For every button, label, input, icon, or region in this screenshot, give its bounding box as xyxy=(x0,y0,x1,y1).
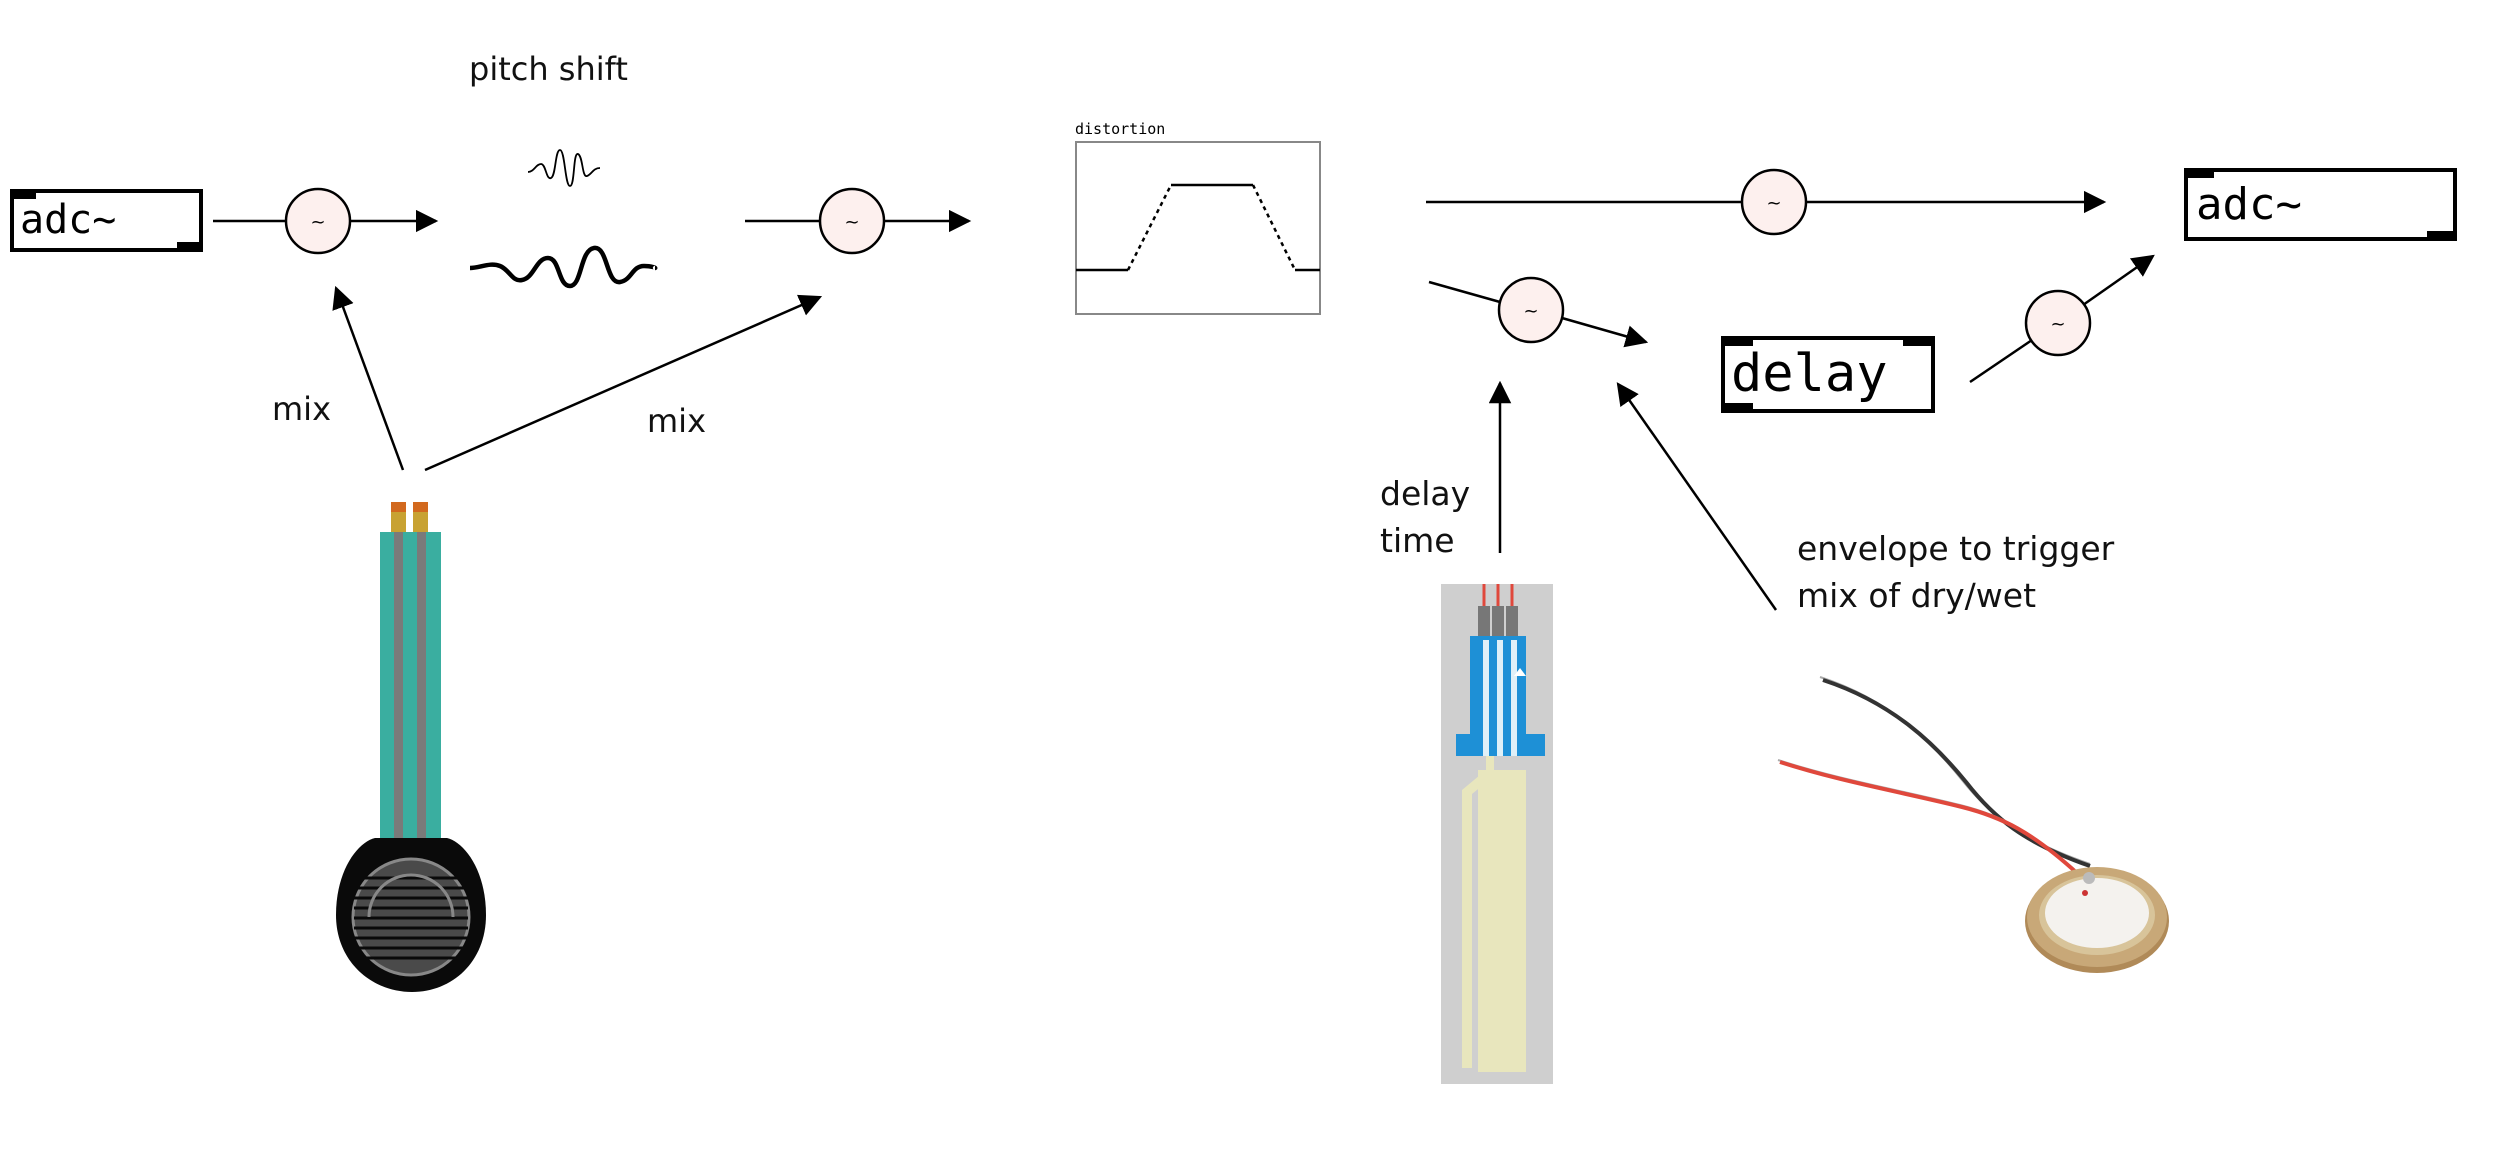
delay-time-label-line2: time xyxy=(1380,521,1455,560)
envelope-label-line2: mix of dry/wet xyxy=(1797,576,2037,615)
envelope-label: envelope to trigger mix of dry/wet xyxy=(1797,525,2114,619)
distortion-title: distortion xyxy=(1075,120,1165,138)
delay-object-label: delay xyxy=(1731,344,1888,404)
adc-input-label: adc~ xyxy=(20,197,117,243)
adc-output-object[interactable]: adc~ xyxy=(2184,168,2457,241)
connections xyxy=(213,190,2155,611)
mixer-5-symbol: ~ xyxy=(2050,314,2065,335)
mixer-2-circle xyxy=(818,187,886,255)
mixer-1-circle xyxy=(284,187,352,255)
connection-fsr-to-mixer1 xyxy=(332,285,405,471)
adc-input-object[interactable]: adc~ xyxy=(10,189,203,252)
connection-mixer4-to-delay xyxy=(1561,316,1649,348)
mixers: ~ ~ ~ ~ ~ xyxy=(284,168,2092,357)
connection-delay-to-mixer5 xyxy=(1969,338,2033,384)
connection-mixer5-to-adc xyxy=(2082,254,2155,307)
flex-sensor-icon xyxy=(1441,584,1553,1084)
mixer-3-circle xyxy=(1740,168,1808,236)
connection-dist-to-mixer4 xyxy=(1428,280,1501,304)
mixer-4-node[interactable]: ~ xyxy=(1497,276,1565,344)
pitch-shift-wave-icon xyxy=(469,149,658,289)
connection-fsr-to-mixer2 xyxy=(424,294,823,472)
piezo-disc-icon xyxy=(1777,676,2169,973)
delay-object[interactable]: delay xyxy=(1721,336,1935,413)
mixer-1-symbol: ~ xyxy=(310,212,325,233)
mixer-3-symbol: ~ xyxy=(1766,193,1781,214)
mix-label-left: mix xyxy=(272,390,331,428)
mixer-2-node[interactable]: ~ xyxy=(818,187,886,255)
mixer-5-circle xyxy=(2024,289,2092,357)
fsr-sensor-icon xyxy=(336,502,486,992)
mix-label-right: mix xyxy=(647,402,706,440)
connection-piezo-to-mixer4 xyxy=(1616,382,1778,611)
mixer-4-circle xyxy=(1497,276,1565,344)
delay-time-label-line1: delay xyxy=(1380,474,1471,513)
mixer-5-node[interactable]: ~ xyxy=(2024,289,2092,357)
adc-output-label: adc~ xyxy=(2196,179,2302,230)
pitch-shift-label: pitch shift xyxy=(469,50,628,88)
mixer-2-symbol: ~ xyxy=(844,212,859,233)
mixer-1-node[interactable]: ~ xyxy=(284,187,352,255)
delay-time-label: delay time xyxy=(1380,470,1470,564)
mixer-3-node[interactable]: ~ xyxy=(1740,168,1808,236)
envelope-label-line1: envelope to trigger xyxy=(1797,529,2115,568)
distortion-curve-icon: distortion xyxy=(1075,120,1321,315)
mixer-4-symbol: ~ xyxy=(1523,301,1538,322)
distortion-frame xyxy=(1075,141,1321,315)
